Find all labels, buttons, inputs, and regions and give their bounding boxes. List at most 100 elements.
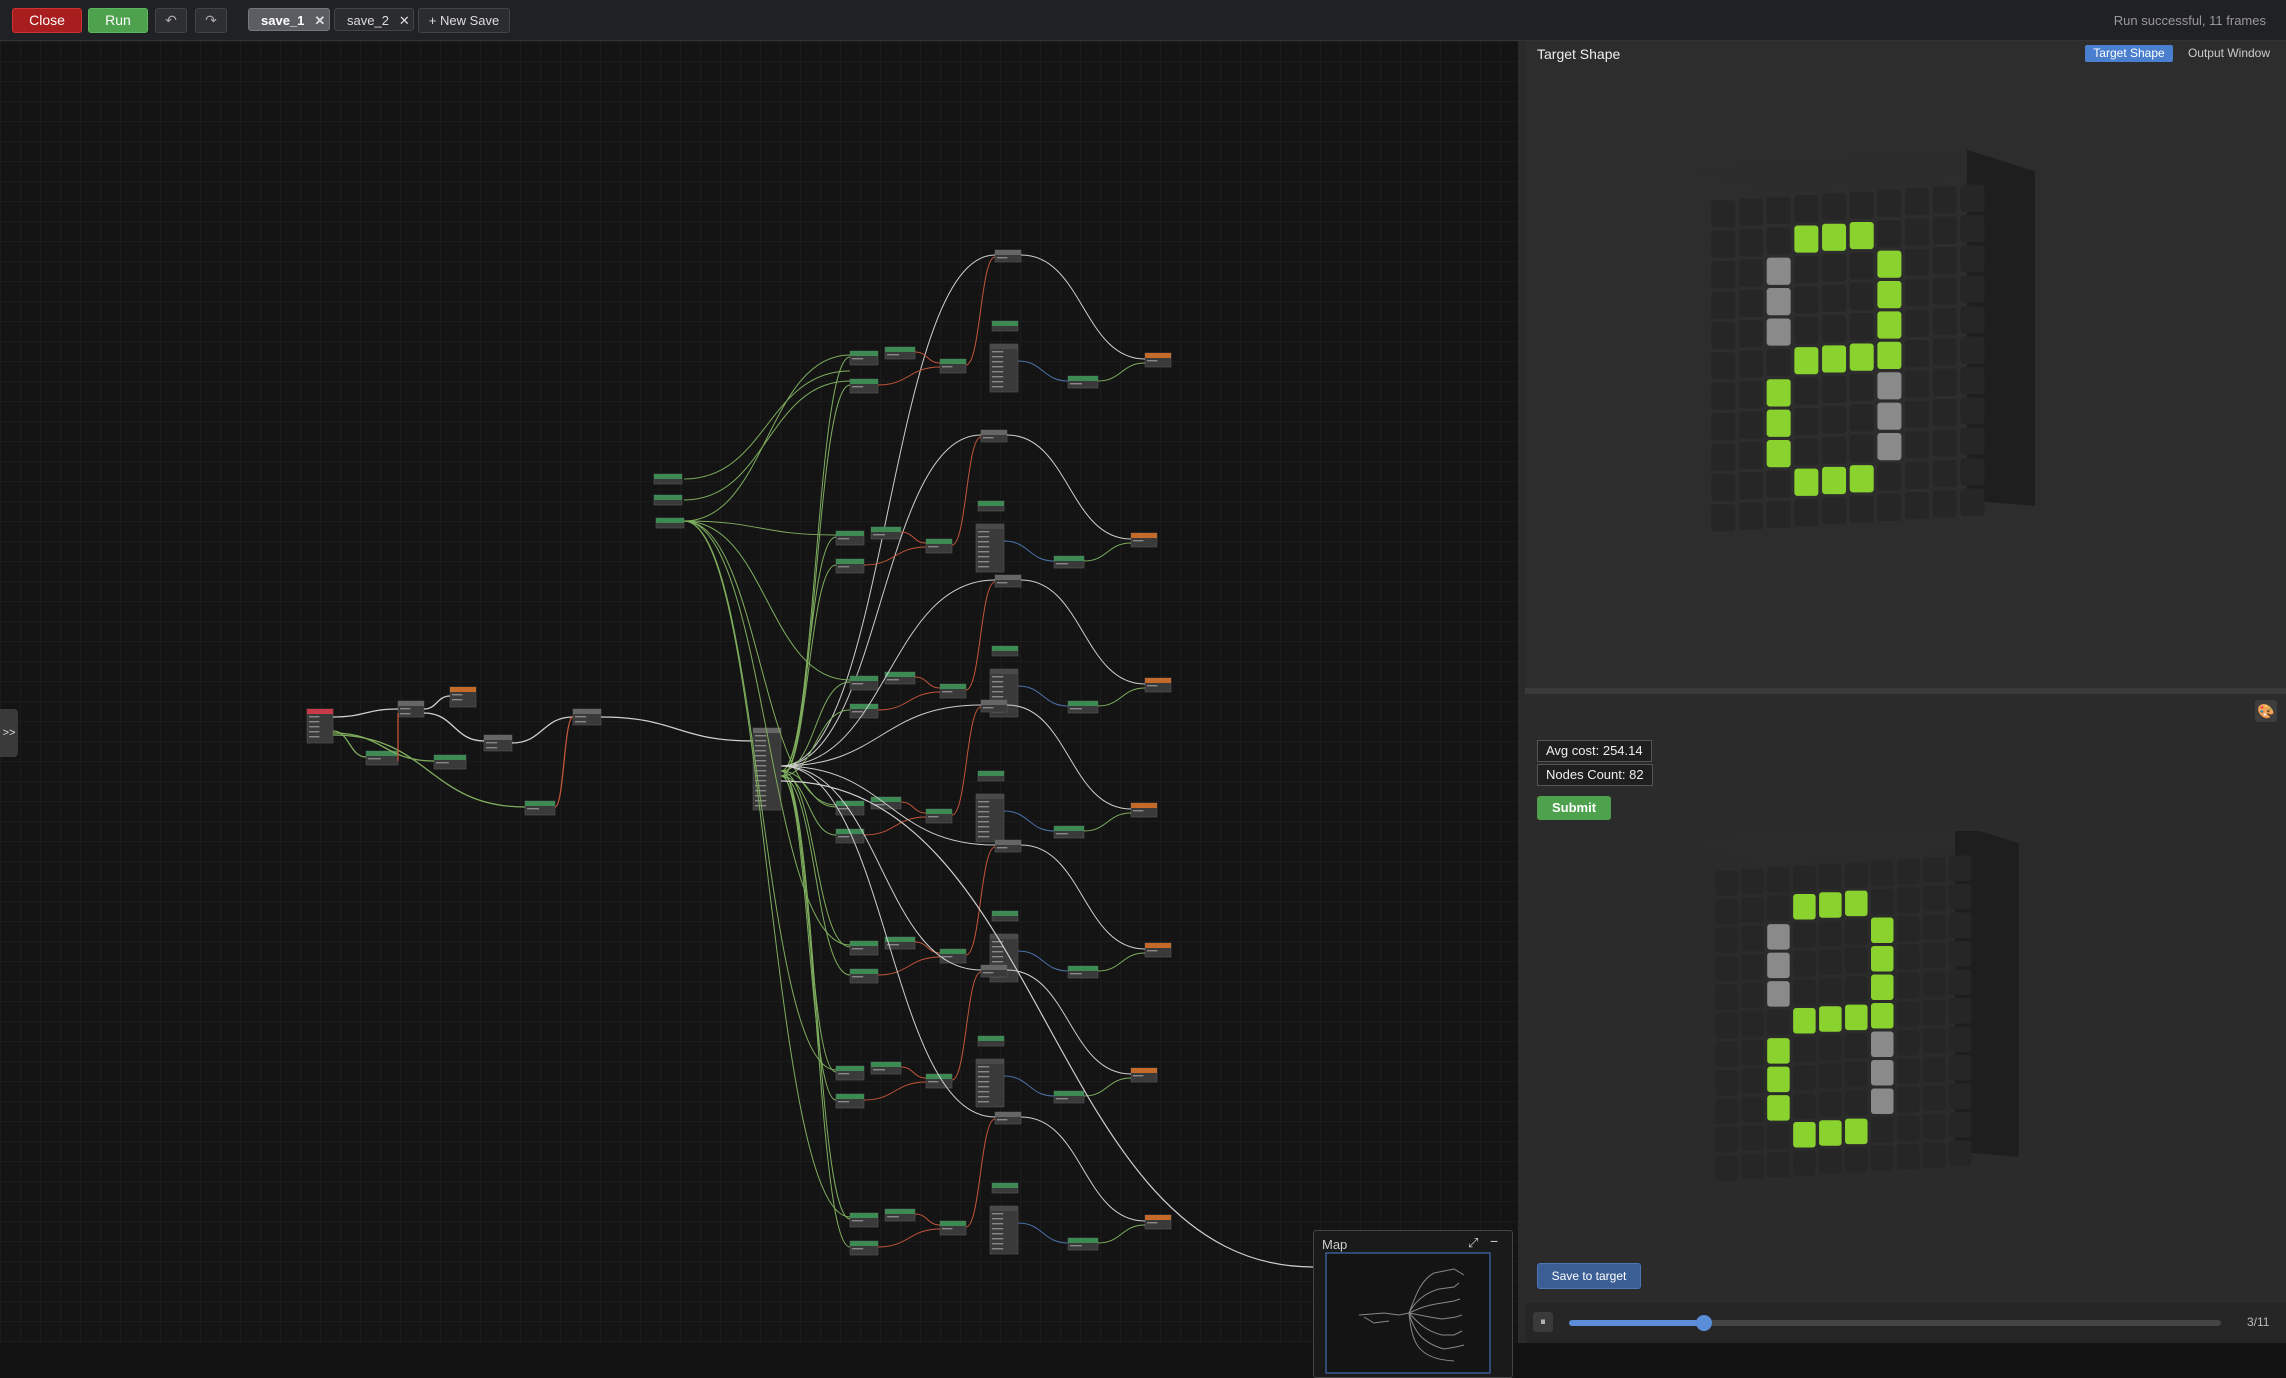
graph-node[interactable] [849, 675, 879, 691]
graph-node[interactable] [994, 574, 1022, 588]
sidebar-toggle-button[interactable]: >> [0, 709, 18, 757]
graph-node[interactable] [980, 699, 1008, 713]
graph-node[interactable] [849, 703, 879, 719]
graph-node[interactable] [524, 800, 556, 816]
save-to-target-button[interactable]: Save to target [1537, 1263, 1641, 1289]
graph-node[interactable] [989, 343, 1019, 393]
graph-node[interactable] [1144, 1214, 1172, 1230]
graph-node[interactable] [977, 500, 1005, 512]
graph-node[interactable] [849, 1240, 879, 1256]
graph-node[interactable] [449, 686, 477, 708]
graph-node[interactable] [994, 249, 1022, 263]
pause-button[interactable]: ⏸ [1533, 1312, 1553, 1332]
graph-node[interactable] [939, 948, 967, 964]
graph-node[interactable] [397, 700, 425, 718]
graph-node[interactable] [975, 1058, 1005, 1108]
graph-node[interactable] [849, 940, 879, 956]
panel-splitter[interactable] [1518, 41, 1525, 1343]
graph-node[interactable] [980, 429, 1008, 443]
output-shape-render[interactable] [1525, 831, 2286, 1251]
graph-node[interactable] [1130, 532, 1158, 548]
undo-icon: ↶ [165, 12, 177, 28]
graph-node-input[interactable] [306, 708, 334, 744]
tab-save-1[interactable]: save_1✕ [248, 8, 330, 31]
graph-node[interactable] [849, 968, 879, 984]
graph-node[interactable] [980, 964, 1008, 978]
graph-node[interactable] [994, 1111, 1022, 1125]
graph-node[interactable] [1144, 677, 1172, 693]
submit-button[interactable]: Submit [1537, 796, 1611, 820]
graph-node[interactable] [925, 538, 953, 554]
redo-button[interactable]: ↷ [195, 8, 227, 33]
playback-controls: ⏸ 3/11 [1525, 1303, 2286, 1343]
graph-node[interactable] [849, 1212, 879, 1228]
graph-node[interactable] [884, 346, 916, 360]
tab-output-window[interactable]: Output Window [2187, 46, 2271, 60]
close-icon[interactable]: ✕ [398, 13, 410, 28]
graph-node[interactable] [870, 526, 902, 540]
target-shape-render[interactable] [1525, 69, 2286, 689]
graph-node[interactable] [870, 796, 902, 810]
graph-node[interactable] [835, 1093, 865, 1109]
new-save-button[interactable]: + New Save [418, 8, 510, 33]
close-button[interactable]: Close [12, 8, 82, 33]
graph-node[interactable] [483, 734, 513, 752]
panel-divider[interactable] [1525, 688, 2286, 694]
graph-node[interactable] [975, 523, 1005, 573]
graph-node[interactable] [884, 671, 916, 685]
graph-node[interactable] [653, 494, 683, 506]
tab-save-2[interactable]: save_2✕ [334, 8, 414, 31]
close-icon[interactable]: ✕ [314, 13, 326, 28]
graph-node[interactable] [991, 320, 1019, 332]
graph-node[interactable] [991, 645, 1019, 657]
graph-node[interactable] [1144, 942, 1172, 958]
graph-node[interactable] [835, 1065, 865, 1081]
graph-node[interactable] [572, 708, 602, 726]
graph-node[interactable] [991, 1182, 1019, 1194]
graph-node[interactable] [1053, 555, 1085, 569]
expand-icon[interactable]: ⤢ [1468, 1235, 1479, 1250]
graph-node[interactable] [1053, 1090, 1085, 1104]
graph-node[interactable] [835, 558, 865, 574]
minimize-icon[interactable]: − [1490, 1233, 1499, 1249]
undo-button[interactable]: ↶ [155, 8, 187, 33]
graph-node[interactable] [365, 750, 399, 766]
graph-node[interactable] [1067, 375, 1099, 389]
graph-node[interactable] [835, 530, 865, 546]
graph-node[interactable] [884, 1208, 916, 1222]
graph-node[interactable] [849, 378, 879, 394]
graph-node[interactable] [655, 517, 685, 529]
graph-node[interactable] [939, 358, 967, 374]
graph-node[interactable] [975, 793, 1005, 843]
node-graph-canvas[interactable]: >> Map ⤢ − [0, 41, 1518, 1378]
graph-node[interactable] [989, 1205, 1019, 1255]
graph-node[interactable] [939, 1220, 967, 1236]
nodes-count-label: Nodes Count: 82 [1537, 764, 1653, 786]
graph-node[interactable] [925, 808, 953, 824]
graph-node[interactable] [433, 754, 467, 770]
graph-node[interactable] [1130, 802, 1158, 818]
graph-node[interactable] [939, 683, 967, 699]
graph-node[interactable] [1067, 700, 1099, 714]
graph-node[interactable] [1130, 1067, 1158, 1083]
graph-node[interactable] [653, 473, 683, 485]
graph-node[interactable] [1067, 965, 1099, 979]
graph-node[interactable] [991, 910, 1019, 922]
graph-node[interactable] [1067, 1237, 1099, 1251]
graph-node[interactable] [977, 770, 1005, 782]
tab-target-shape[interactable]: Target Shape [2085, 45, 2173, 62]
graph-node[interactable] [884, 936, 916, 950]
graph-node[interactable] [977, 1035, 1005, 1047]
graph-node[interactable] [870, 1061, 902, 1075]
frame-slider[interactable] [1569, 1315, 2221, 1331]
palette-button[interactable]: 🎨 [2255, 700, 2277, 722]
graph-node[interactable] [835, 800, 865, 816]
graph-node[interactable] [994, 839, 1022, 853]
graph-node[interactable] [1053, 825, 1085, 839]
run-button[interactable]: Run [88, 8, 148, 33]
graph-node-splitter[interactable] [752, 727, 782, 811]
frame-slider-thumb[interactable] [1695, 1315, 1712, 1331]
graph-node[interactable] [849, 350, 879, 366]
minimap[interactable]: Map ⤢ − [1313, 1230, 1513, 1378]
graph-node[interactable] [1144, 352, 1172, 368]
